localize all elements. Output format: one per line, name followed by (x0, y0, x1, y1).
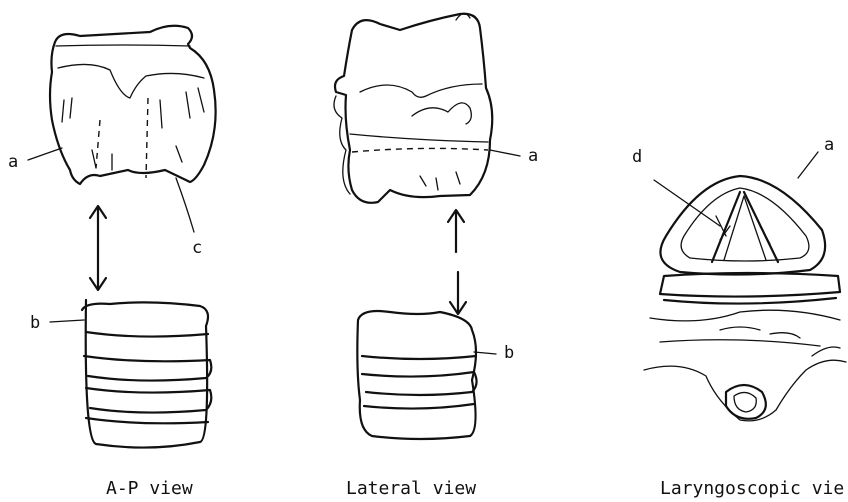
laryngoscopic-label-d: d (632, 147, 642, 167)
ap-larynx-drawing (50, 26, 216, 184)
laryngoscopic-glottis-drawing (644, 176, 846, 421)
lateral-leader-b (474, 352, 496, 354)
ap-caption: A-P view (106, 478, 193, 499)
lateral-view-panel: a b Lateral view (334, 13, 538, 499)
lateral-label-b: b (504, 343, 514, 363)
lateral-leader-a (490, 150, 520, 156)
lateral-label-a: a (528, 146, 538, 166)
laryngoscopic-leader-a (798, 152, 818, 178)
lateral-connect-arrow (448, 210, 466, 314)
ap-label-a: a (8, 152, 18, 172)
lateral-trachea-drawing (357, 311, 476, 439)
ap-leader-a (28, 148, 62, 160)
ap-leader-c (176, 178, 194, 232)
ap-leader-b (50, 320, 84, 322)
ap-label-b: b (30, 313, 40, 333)
laryngoscopic-label-a: a (824, 135, 834, 155)
laryngoscopic-view-panel: a d Laryngoscopic vie (632, 135, 846, 499)
ap-view-panel: a b c A-P view (8, 26, 216, 499)
laryngoscopic-caption: Laryngoscopic vie (660, 478, 844, 499)
ap-label-c: c (192, 238, 202, 258)
lateral-larynx-drawing (334, 13, 492, 202)
lateral-caption: Lateral view (346, 478, 476, 499)
ap-connect-arrow (90, 206, 106, 290)
ap-trachea-drawing (82, 300, 211, 448)
